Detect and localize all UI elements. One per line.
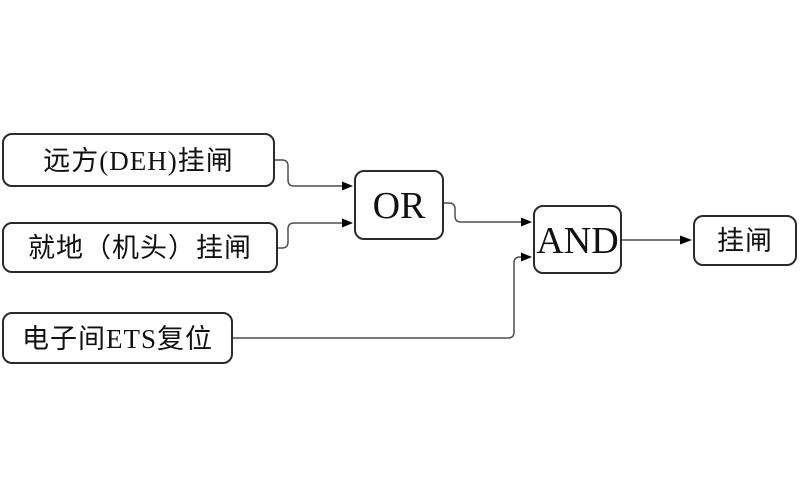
node-or-gate-label: OR (372, 185, 426, 227)
node-or-gate: OR (354, 170, 444, 240)
node-local-head-latch: 就地（机头）挂闸 (2, 222, 278, 273)
node-electronics-room-ets-reset-label: 电子间ETS复位 (21, 323, 213, 354)
node-local-head-latch-label: 就地（机头）挂闸 (28, 233, 252, 263)
connector-input3-to-and (233, 252, 532, 339)
connector-input2-to-or (275, 218, 353, 249)
connector-and-to-output (622, 235, 692, 245)
node-and-gate: AND (533, 205, 622, 274)
connector-or-to-and (444, 202, 532, 227)
node-remote-deh-latch: 远方(DEH)挂闸 (2, 133, 275, 187)
node-electronics-room-ets-reset: 电子间ETS复位 (2, 312, 233, 364)
node-remote-deh-latch-label: 远方(DEH)挂闸 (43, 145, 234, 176)
node-latch-output: 挂闸 (693, 215, 797, 266)
node-and-gate-label: AND (536, 219, 619, 262)
connector-input1-to-or (275, 159, 353, 191)
node-latch-output-label: 挂闸 (717, 226, 773, 256)
